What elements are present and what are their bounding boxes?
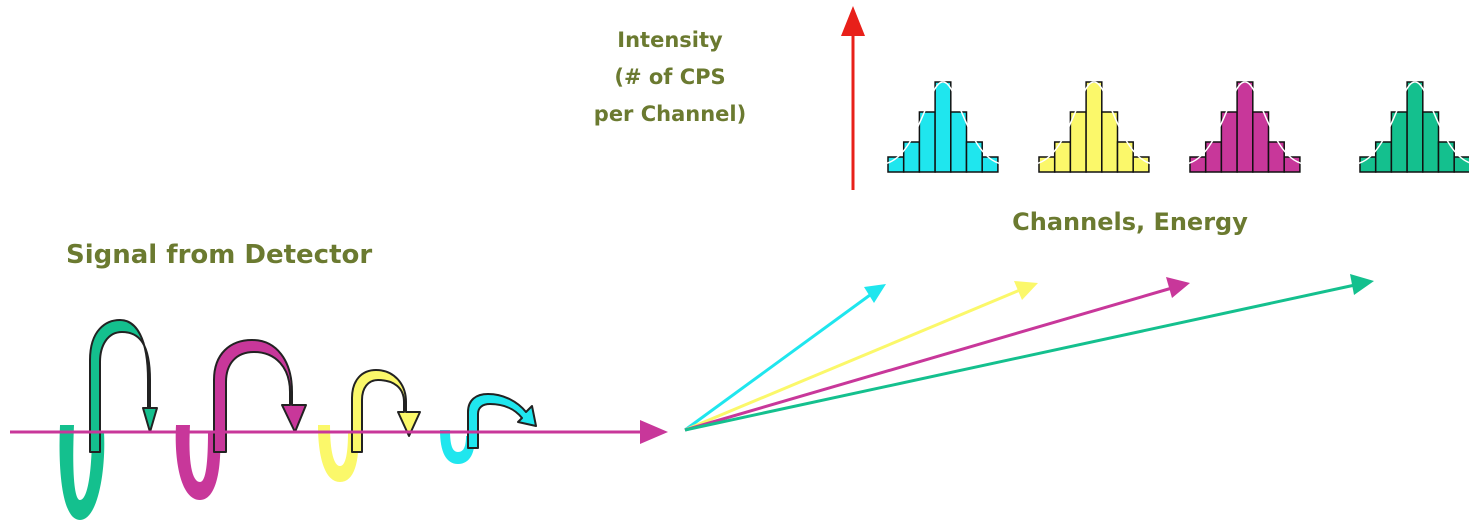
histogram-bin [1453,156,1469,173]
histogram-bin [1390,111,1408,173]
magenta-histogram [1185,81,1305,173]
signal-baseline-arrow [10,420,668,444]
histogram-envelope [1034,81,1154,165]
yellow-fan-arrow [684,281,1038,432]
yellow-pulse [318,369,421,482]
cyan-fan-arrow [684,284,886,432]
histogram-bin [1069,111,1087,173]
histogram-bin [1085,81,1103,173]
magenta-pulse [175,339,307,500]
cyan-pulse [440,393,537,464]
energy-fan-arrows [684,274,1374,432]
intensity-axis-arrow [841,6,865,190]
histogram-envelope [1185,81,1305,165]
histogram-group [883,81,1469,173]
y-axis-label-line1: Intensity [617,28,723,52]
histogram-bin [918,111,936,173]
histogram-bin [934,81,952,173]
histogram-bin [1101,111,1119,173]
histogram-bin [1236,81,1254,173]
histogram-envelope [1355,81,1469,165]
histogram-envelope [883,81,1003,165]
histogram-bin [950,111,968,173]
y-axis-label-line2: (# of CPS [614,65,726,89]
histogram-bin [1220,111,1238,173]
green-histogram [1355,81,1469,173]
histogram-bin [1422,111,1440,173]
x-axis-label: Channels, Energy [1012,208,1248,236]
green-pulse [59,319,158,520]
magenta-fan-arrow [684,277,1190,432]
cyan-histogram [883,81,1003,173]
y-axis-label: Intensity (# of CPS per Channel) [560,22,780,133]
histogram-bin [1406,81,1424,173]
histogram-bin [1252,111,1270,173]
signal-label: Signal from Detector [66,240,373,270]
green-fan-arrow [684,274,1374,432]
pulse-group [59,319,537,520]
y-axis-label-line3: per Channel) [593,102,747,126]
yellow-histogram [1034,81,1154,173]
